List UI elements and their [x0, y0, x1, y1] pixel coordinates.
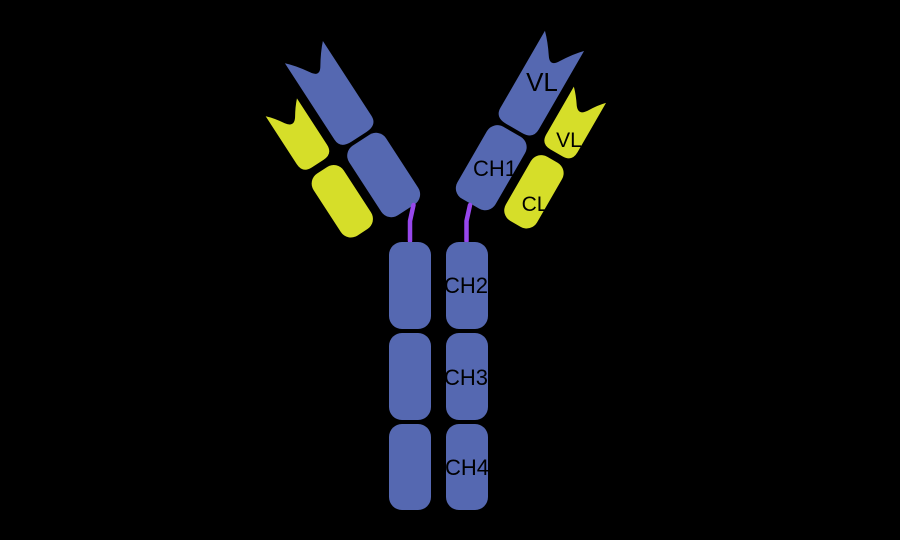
ch1-domain-label: CH1 [473, 156, 517, 181]
light-constant-domain-label: CL [522, 193, 549, 216]
left-hinge-line [407, 202, 416, 244]
stem-right-ch3-domain [446, 333, 488, 420]
stem-right-ch4-domain [446, 424, 488, 510]
right-hinge-line [464, 202, 473, 244]
heavy-variable-domain-label: VL [526, 67, 558, 97]
stem-left-column [389, 242, 431, 510]
light-variable-domain-label: VL [556, 129, 582, 152]
stem-right-column [446, 242, 488, 510]
stem-left-ch2-domain [389, 242, 431, 329]
ch3-domain-label: CH3 [444, 365, 488, 390]
stem-left-ch3-domain [389, 333, 431, 420]
stem-right-ch2-domain [446, 242, 488, 329]
ch2-domain-label: CH2 [444, 273, 488, 298]
stem-left-ch4-domain [389, 424, 431, 510]
ch4-domain-label: CH4 [445, 455, 489, 480]
